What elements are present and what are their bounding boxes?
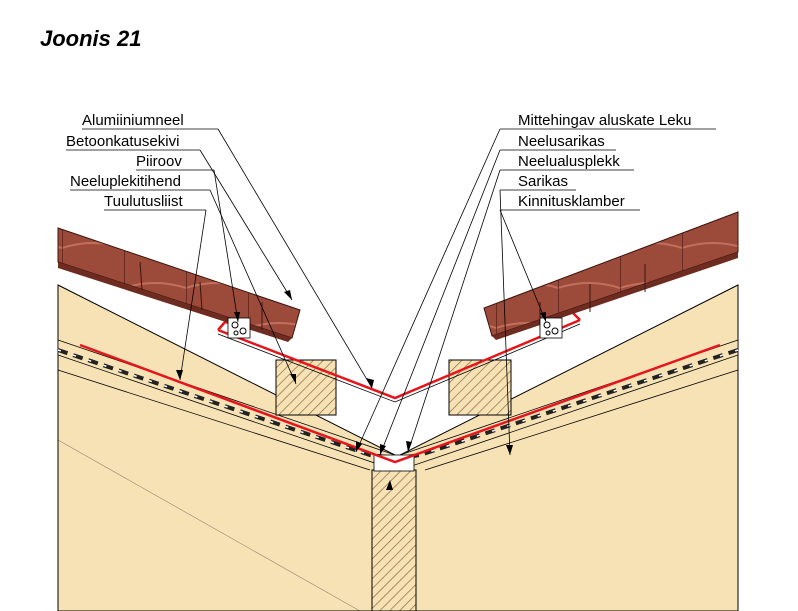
right-labels: Mittehingav aluskate Leku Neelusarikas N… [355,112,716,456]
label-sarikas: Sarikas [518,173,568,190]
figure-title: Joonis 21 [40,26,142,51]
label-neeluplekitihend: Neeluplekitihend [70,173,181,190]
label-tuulutusliist: Tuulutusliist [104,193,183,210]
right-roof-structure [399,284,739,611]
right-batten [448,359,512,416]
label-mittehingav-aluskate: Mittehingav aluskate Leku [518,112,691,129]
label-alumiiniumneel: Alumiiniumneel [82,112,184,129]
label-kinnitusklamber: Kinnitusklamber [518,193,625,210]
label-betoonkatusekivi: Betoonkatusekivi [66,133,179,150]
valley-flashing-outline [217,323,581,403]
left-foam-seal [227,317,251,339]
label-neelusarikas: Neelusarikas [518,133,605,150]
left-labels: Alumiiniumneel Betoonkatusekivi Piiroov … [66,112,373,389]
label-piiroov: Piiroov [136,153,182,170]
label-neelualusplekk: Neelualusplekk [518,153,620,170]
leader-arrowheads [176,290,546,490]
left-batten [275,359,337,416]
right-foam-seal [539,317,563,339]
valley-rafter [371,469,417,611]
